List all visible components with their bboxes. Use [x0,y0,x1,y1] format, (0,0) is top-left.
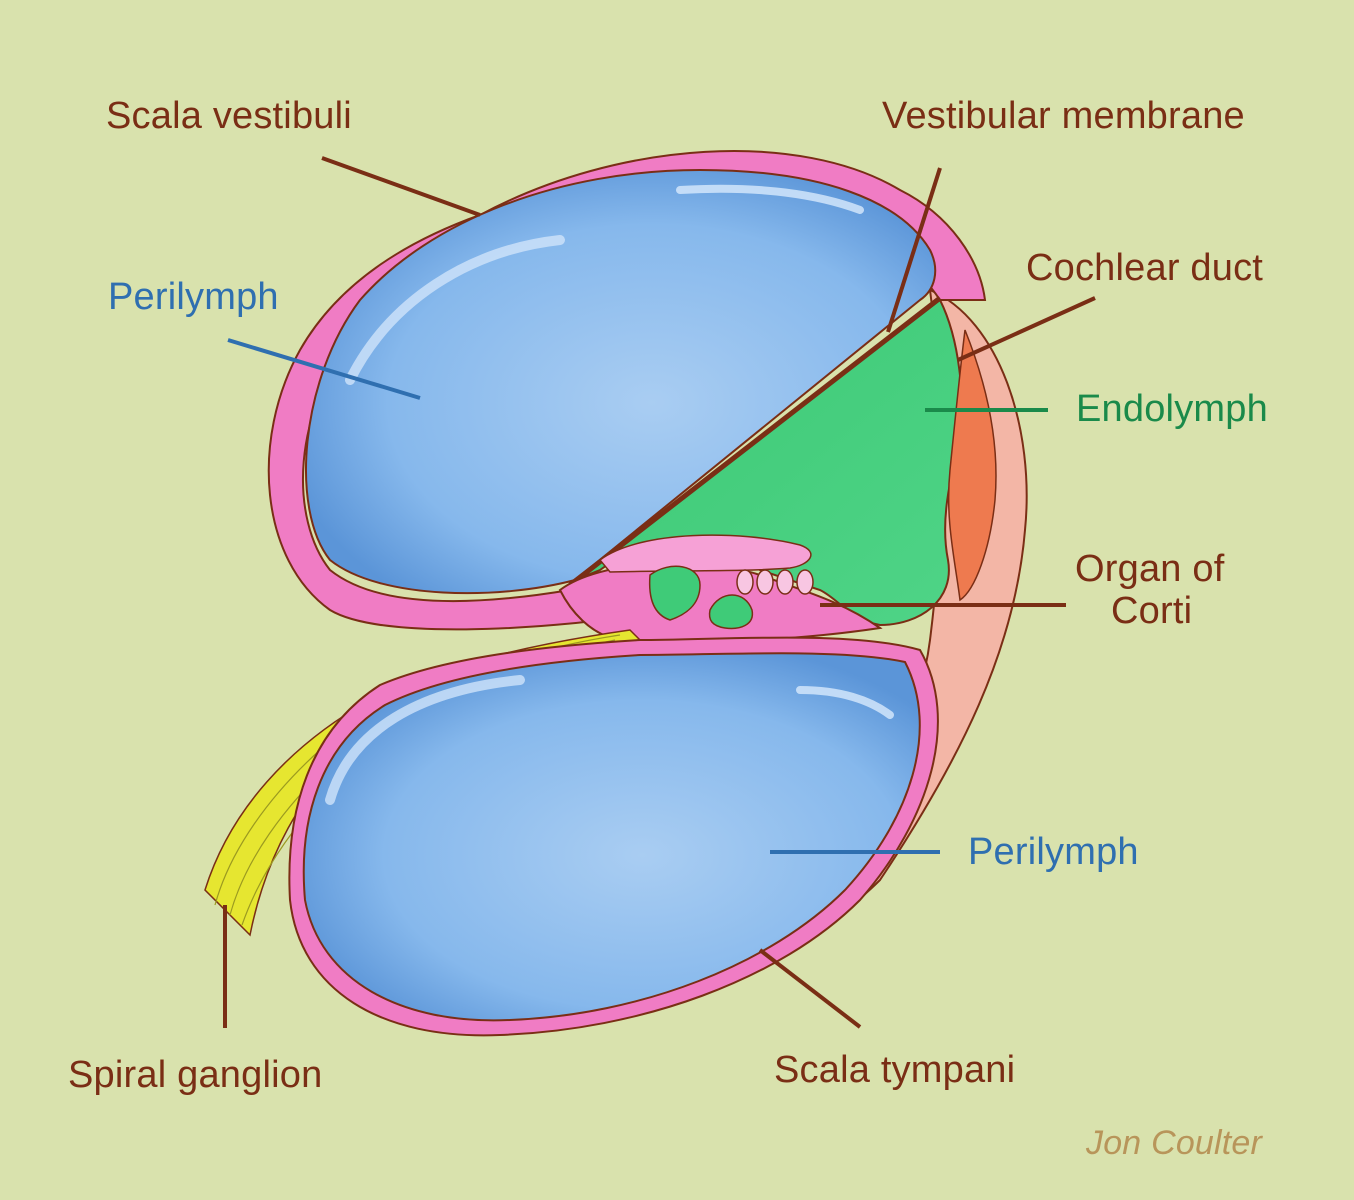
label-vestibular-membrane: Vestibular membrane [882,95,1245,137]
leader-cochlear-duct [957,296,1096,362]
tunnel-of-corti [708,594,754,630]
leader-perilymph-upper [227,338,421,400]
label-spiral-ganglion: Spiral ganglion [68,1054,323,1096]
label-scala-tympani: Scala tympani [774,1049,1016,1091]
label-organ-of-corti-line1: Organ of [1075,548,1225,590]
highlight-lower-2 [796,686,894,719]
highlight-lower [325,675,525,805]
label-perilymph-upper: Perilymph [108,276,279,318]
leader-lines [223,156,1096,1029]
highlight-upper-2 [676,184,864,214]
vestibular-membrane-line [568,296,942,587]
scala-tympani-perilymph [302,652,921,1022]
hair-cells [736,569,814,595]
label-endolymph: Endolymph [1076,388,1268,430]
leader-scala-tympani [758,948,862,1029]
scala-vestibuli-perilymph [305,168,937,595]
stria-vascularis [947,329,997,602]
label-perilymph-lower: Perilymph [968,831,1139,873]
label-scala-vestibuli: Scala vestibuli [106,95,352,137]
leader-scala-vestibuli [321,156,481,217]
label-organ-of-corti-line2: Corti [1111,590,1193,632]
label-cochlear-duct: Cochlear duct [1026,247,1264,289]
inner-sulcus [648,565,701,621]
highlight-upper [345,235,565,385]
credit-signature: Jon Coulter [1086,1124,1263,1162]
leader-vestibular-membrane [886,167,942,333]
